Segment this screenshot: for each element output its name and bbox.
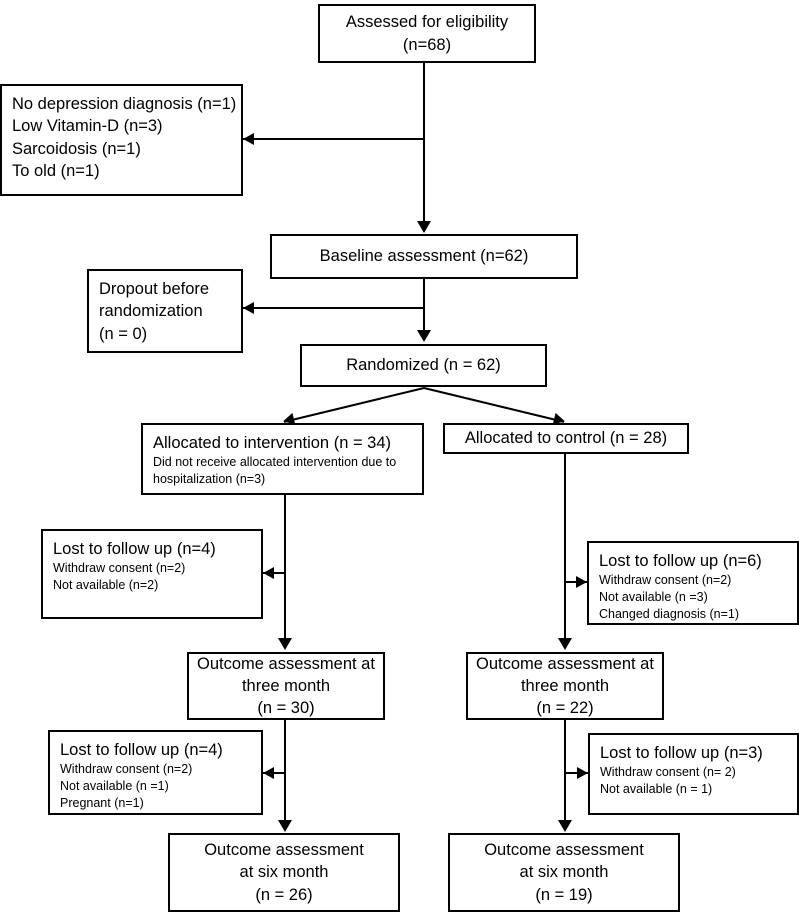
node-randomized: Randomized (n = 62) xyxy=(300,344,547,387)
arrowhead-left-lost-intervention-3m xyxy=(263,567,274,579)
arrowhead-down-outcome-control-3m xyxy=(558,638,572,650)
node-lost-followup-control-6m: Lost to follow up (n=3) Withdraw consent… xyxy=(588,733,799,815)
node-outcome-control-6m: Outcome assessment at six month (n = 19) xyxy=(448,833,680,912)
arrowhead-down-outcome-intervention-3m xyxy=(278,638,292,650)
node-line: (n = 0) xyxy=(99,324,148,343)
node-heading: Allocated to control (n = 28) xyxy=(464,429,668,448)
node-line: Not available (n=2) xyxy=(53,578,159,593)
node-heading: Allocated to intervention (n = 34) xyxy=(153,434,392,452)
node-line: Pregnant (n=1) xyxy=(60,796,144,811)
connector-baseline-to-randomized xyxy=(423,279,425,332)
node-line: (n = 19) xyxy=(535,885,593,904)
node-heading: Lost to follow up (n=4) xyxy=(53,540,216,558)
node-line: (n = 30) xyxy=(257,699,315,718)
node-line: Not available (n = 1) xyxy=(600,782,713,797)
node-line: (n = 26) xyxy=(255,885,313,904)
node-outcome-intervention-6m: Outcome assessment at six month (n = 26) xyxy=(168,833,400,912)
arrowhead-right-lost-control-6m xyxy=(577,767,588,779)
node-line: Withdraw consent (n=2) xyxy=(599,573,732,588)
node-line: Withdraw consent (n= 2) xyxy=(600,765,736,780)
node-heading: Lost to follow up (n=3) xyxy=(600,744,763,762)
node-line: Outcome assessment at xyxy=(197,654,375,673)
node-line: Not available (n =1) xyxy=(60,779,169,794)
arrowhead-right-lost-control-3m xyxy=(576,576,587,588)
node-assessed-for-eligibility: Assessed for eligibility (n=68) xyxy=(318,4,536,63)
node-line: Baseline assessment (n=62) xyxy=(319,247,529,266)
node-line: To old (n=1) xyxy=(12,161,100,180)
node-dropout-before-randomization: Dropout before randomization (n = 0) xyxy=(87,269,243,353)
connector-to-lost-intervention-3m xyxy=(263,572,285,574)
connector-to-excluded xyxy=(243,138,424,140)
connector-to-lost-control-3m xyxy=(564,581,587,583)
connector-intervention-3m-to-6m xyxy=(284,720,286,822)
connector-to-dropout-before-randomization xyxy=(243,307,424,309)
node-outcome-control-3m: Outcome assessment at three month (n = 2… xyxy=(466,652,664,720)
node-heading: Lost to follow up (n=4) xyxy=(60,741,223,759)
connector-to-lost-intervention-6m xyxy=(263,772,285,774)
node-allocated-control: Allocated to control (n = 28) xyxy=(443,423,689,454)
connector-control-to-outcome-3m xyxy=(564,454,566,640)
connector-to-lost-control-6m xyxy=(564,772,588,774)
arrowhead-left-excluded xyxy=(243,133,254,145)
node-line: (n = 22) xyxy=(536,699,594,718)
node-baseline-assessment: Baseline assessment (n=62) xyxy=(270,234,578,279)
node-line: Randomized (n = 62) xyxy=(346,356,501,375)
node-excluded-reasons: No depression diagnosis (n=1) Low Vitami… xyxy=(0,84,243,196)
node-line: three month xyxy=(520,676,610,695)
arrowhead-down-outcome-intervention-6m xyxy=(278,820,292,832)
node-line: at six month xyxy=(519,863,609,882)
node-lost-followup-intervention-3m: Lost to follow up (n=4) Withdraw consent… xyxy=(41,529,263,619)
node-line: (n=68) xyxy=(402,35,452,54)
arrowhead-left-dropout xyxy=(243,302,254,314)
connector-assessed-to-baseline xyxy=(423,63,425,223)
connector-control-3m-to-6m xyxy=(564,720,566,822)
arrowhead-left-lost-intervention-6m xyxy=(263,767,274,779)
node-line: Low Vitamin-D (n=3) xyxy=(12,117,163,136)
node-line: Did not receive allocated intervention d… xyxy=(153,455,397,470)
node-lost-followup-intervention-6m: Lost to follow up (n=4) Withdraw consent… xyxy=(48,730,263,815)
arrowhead-down-randomized xyxy=(417,330,431,342)
node-line: Sarcoidosis (n=1) xyxy=(12,139,141,158)
node-line: Withdraw consent (n=2) xyxy=(53,561,186,576)
node-line: Dropout before xyxy=(99,280,210,298)
node-lost-followup-control-3m: Lost to follow up (n=6) Withdraw consent… xyxy=(587,541,799,625)
node-line: Changed diagnosis (n=1) xyxy=(599,607,740,622)
node-line: Assessed for eligibility xyxy=(345,13,509,32)
node-allocated-intervention: Allocated to intervention (n = 34) Did n… xyxy=(141,423,424,495)
node-outcome-intervention-3m: Outcome assessment at three month (n = 3… xyxy=(187,652,385,720)
arrowhead-down-baseline xyxy=(417,221,431,233)
node-heading: Lost to follow up (n=6) xyxy=(599,552,762,570)
node-line: Outcome assessment xyxy=(204,841,364,860)
connector-split-right xyxy=(423,387,565,423)
node-line: randomization xyxy=(99,302,203,321)
connector-split-left xyxy=(283,387,425,423)
node-line: Not available (n =3) xyxy=(599,590,708,605)
node-line: at six month xyxy=(239,863,329,882)
connector-intervention-to-outcome-3m xyxy=(284,495,286,640)
node-line: No depression diagnosis (n=1) xyxy=(12,95,237,113)
arrowhead-down-outcome-control-6m xyxy=(558,820,572,832)
node-line: Outcome assessment xyxy=(484,841,644,860)
node-line: Withdraw consent (n=2) xyxy=(60,762,193,777)
node-line: hospitalization (n=3) xyxy=(153,472,266,487)
node-line: three month xyxy=(241,676,331,695)
node-line: Outcome assessment at xyxy=(476,654,654,673)
